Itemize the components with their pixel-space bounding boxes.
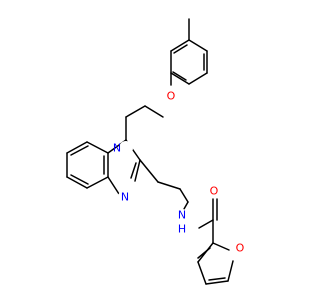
atom-nh-amide: N H	[175, 209, 189, 236]
atom-nh-amide-label: N	[178, 209, 186, 222]
structure-diagram: O N N N H O O	[66, 18, 247, 285]
atom-o-furan: O	[233, 241, 247, 255]
atom-o-furan-label: O	[236, 242, 245, 255]
atom-n-imine-label: N	[121, 191, 129, 204]
atom-o-ether: O	[164, 88, 178, 103]
atom-o-carbonyl-label: O	[210, 185, 219, 198]
bonds	[66, 18, 234, 285]
atom-nh-amide-h-label: H	[178, 223, 186, 236]
atom-n-imine: N	[118, 190, 132, 204]
atom-o-carbonyl: O	[207, 184, 221, 198]
atom-n-ring: N	[113, 141, 133, 155]
molecule-drawing: O N N N H O O	[66, 18, 247, 285]
atom-o-ether-label: O	[167, 90, 176, 103]
atom-n-ring-label: N	[113, 142, 121, 155]
